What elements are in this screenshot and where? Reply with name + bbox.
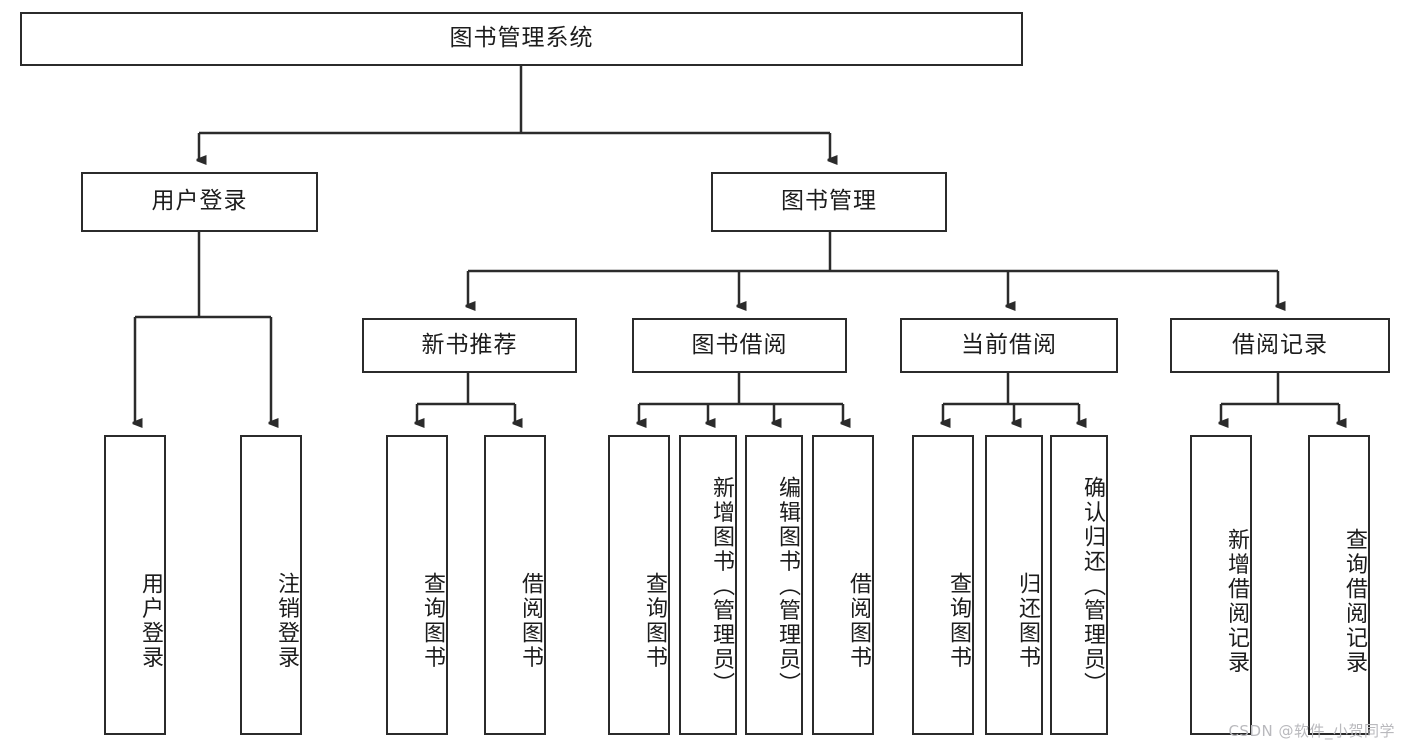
node-leaf-return-book[interactable]: 归还图书	[985, 435, 1043, 735]
node-leaf-edit-book-admin-label: 编辑图书（管理员）	[775, 475, 800, 697]
node-leaf-query-book-3-label: 查询图书	[946, 572, 971, 670]
node-leaf-borrow-book-2-label: 借阅图书	[846, 572, 871, 670]
node-leaf-query-book-1-label: 查询图书	[420, 572, 445, 670]
node-borrow-record[interactable]: 借阅记录	[1170, 318, 1390, 373]
node-leaf-query-book-2-label: 查询图书	[642, 572, 667, 670]
node-user-login-label: 用户登录	[151, 188, 248, 215]
node-leaf-return-book-label: 归还图书	[1015, 572, 1040, 670]
node-book-manage[interactable]: 图书管理	[711, 172, 947, 232]
node-root-label: 图书管理系统	[449, 25, 594, 52]
node-leaf-logout-label: 注销登录	[274, 572, 299, 670]
node-root[interactable]: 图书管理系统	[20, 12, 1023, 66]
node-user-login[interactable]: 用户登录	[81, 172, 318, 232]
node-current-borrow-label: 当前借阅	[961, 331, 1057, 358]
node-book-manage-label: 图书管理	[781, 188, 877, 215]
node-leaf-borrow-book-1[interactable]: 借阅图书	[484, 435, 546, 735]
node-leaf-borrow-book-2[interactable]: 借阅图书	[812, 435, 874, 735]
node-new-book-recommend-label: 新书推荐	[421, 331, 518, 358]
node-leaf-query-book-2[interactable]: 查询图书	[608, 435, 670, 735]
node-book-borrow[interactable]: 图书借阅	[632, 318, 847, 373]
watermark: CSDN @软件_小贺同学	[1228, 722, 1395, 740]
node-leaf-edit-book-admin[interactable]: 编辑图书（管理员）	[745, 435, 803, 735]
node-leaf-query-borrow-record-label: 查询借阅记录	[1342, 527, 1367, 675]
node-leaf-add-borrow-record[interactable]: 新增借阅记录	[1190, 435, 1252, 735]
node-leaf-confirm-return-admin[interactable]: 确认归还（管理员）	[1050, 435, 1108, 735]
node-leaf-query-borrow-record[interactable]: 查询借阅记录	[1308, 435, 1370, 735]
node-current-borrow[interactable]: 当前借阅	[900, 318, 1118, 373]
node-new-book-recommend[interactable]: 新书推荐	[362, 318, 577, 373]
node-leaf-confirm-return-admin-label: 确认归还（管理员）	[1080, 475, 1105, 697]
node-leaf-user-login-label: 用户登录	[138, 572, 163, 670]
node-book-borrow-label: 图书借阅	[691, 331, 788, 358]
node-leaf-query-book-3[interactable]: 查询图书	[912, 435, 974, 735]
node-leaf-borrow-book-1-label: 借阅图书	[518, 572, 543, 670]
node-leaf-add-book-admin-label: 新增图书（管理员）	[709, 475, 734, 697]
node-leaf-add-book-admin[interactable]: 新增图书（管理员）	[679, 435, 737, 735]
node-leaf-add-borrow-record-label: 新增借阅记录	[1224, 527, 1249, 675]
node-leaf-query-book-1[interactable]: 查询图书	[386, 435, 448, 735]
node-leaf-user-login[interactable]: 用户登录	[104, 435, 166, 735]
node-leaf-logout[interactable]: 注销登录	[240, 435, 302, 735]
node-borrow-record-label: 借阅记录	[1232, 331, 1328, 358]
